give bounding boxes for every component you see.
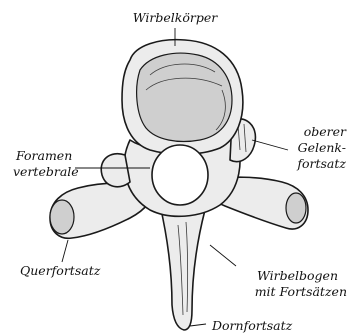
label-transverse-process: Querfortsatz	[20, 263, 101, 278]
label-superior-articular-line1: oberer	[304, 124, 347, 139]
label-arch-line2: mit Fortsätzen	[255, 284, 347, 299]
superior-articular-process-left	[101, 154, 130, 187]
foramen-vertebrale	[152, 145, 208, 205]
label-foramen-line1: Foramen	[15, 148, 72, 163]
label-vertebral-body: Wirbelkörper	[133, 10, 218, 25]
label-superior-articular-line3: fortsatz	[296, 156, 346, 171]
transverse-process-right-tip	[286, 193, 306, 223]
label-spinous-process: Dornfortsatz	[211, 318, 293, 333]
label-superior-articular-line2: Gelenk-	[298, 140, 346, 155]
label-arch-line1: Wirbelbogen	[257, 268, 338, 283]
transverse-process-left-tip	[50, 200, 74, 234]
label-foramen-line2: vertebrale	[13, 164, 79, 179]
